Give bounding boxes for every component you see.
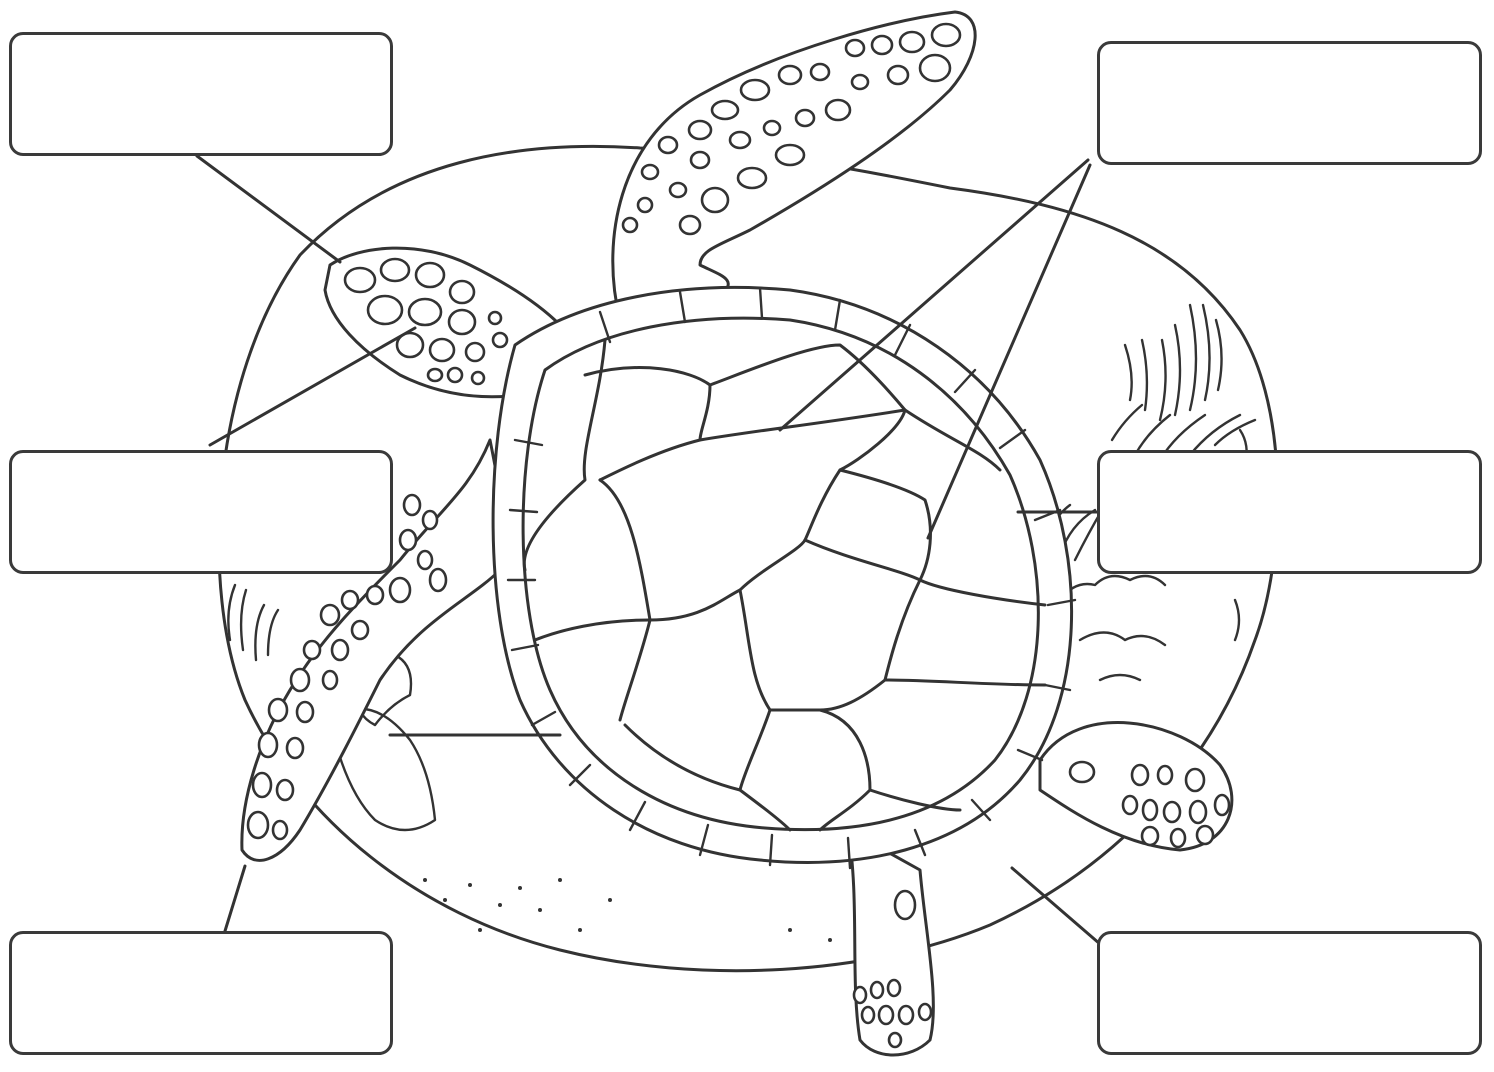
label-box-top-left[interactable] [9, 32, 393, 156]
label-box-middle-right[interactable] [1097, 450, 1482, 574]
label-box-bottom-left[interactable] [9, 931, 393, 1055]
label-box-top-right[interactable] [1097, 41, 1482, 165]
label-box-bottom-right[interactable] [1097, 931, 1482, 1055]
label-box-middle-left[interactable] [9, 450, 393, 574]
